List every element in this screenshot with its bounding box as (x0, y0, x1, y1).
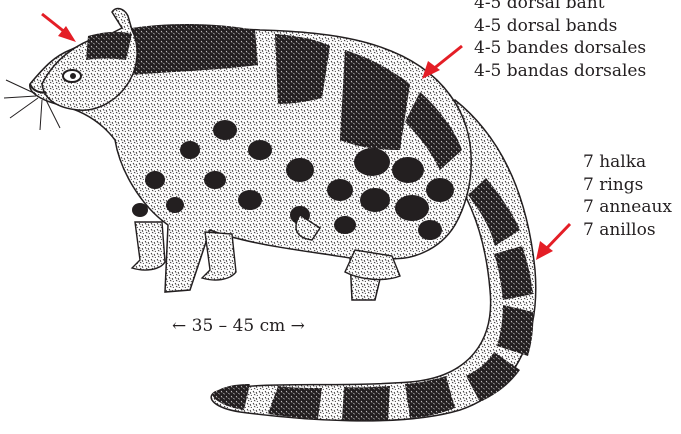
tail-label-es: 7 anillos (583, 219, 672, 242)
dorsal-bands-label: 4-5 dorsal bant 4-5 dorsal bands 4-5 ban… (474, 0, 646, 82)
tail-label-en: 7 rings (583, 174, 672, 197)
dorsal-label-tr: 4-5 dorsal bant (474, 0, 646, 15)
dorsal-label-es: 4-5 bandas dorsales (474, 60, 646, 83)
arrow-tail (536, 224, 570, 260)
tail-rings-label: 7 halka 7 rings 7 anneaux 7 anillos (583, 151, 672, 241)
tail-label-fr: 7 anneaux (583, 196, 672, 219)
body-length-label: ← 35 – 45 cm → (172, 316, 305, 336)
tail-label-tr: 7 halka (583, 151, 672, 174)
arrow-dorsal (422, 46, 462, 79)
dorsal-label-en: 4-5 dorsal bands (474, 15, 646, 38)
arrow-head (42, 14, 76, 42)
dorsal-label-fr: 4-5 bandes dorsales (474, 37, 646, 60)
